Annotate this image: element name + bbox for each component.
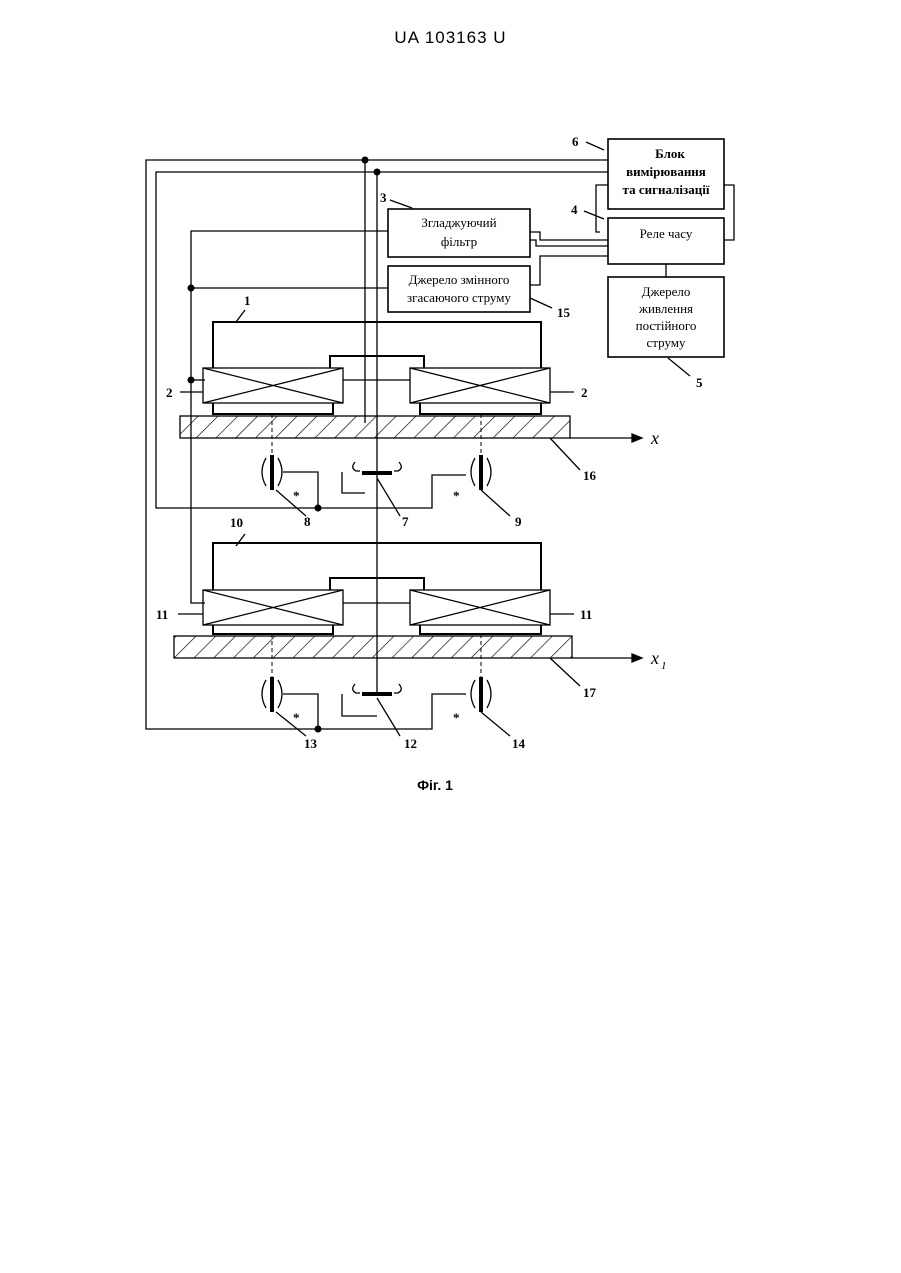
label-11-left: 11	[156, 607, 168, 622]
label-5: 5	[696, 375, 703, 390]
measurement-block-line2: вимірювання	[626, 164, 706, 179]
label-2-left: 2	[166, 385, 173, 400]
star-8: *	[293, 488, 300, 503]
label-9: 9	[515, 514, 522, 529]
label-7: 7	[402, 514, 409, 529]
dc-source-line2: живлення	[638, 301, 693, 316]
axis-label-x1: x	[650, 648, 659, 668]
filter-line1: Згладжуючий	[421, 215, 496, 230]
ac-source-line1: Джерело змінного	[409, 272, 510, 287]
label-8: 8	[304, 514, 311, 529]
lower-test-part	[174, 636, 572, 658]
label-2-right: 2	[581, 385, 588, 400]
label-12: 12	[404, 736, 417, 751]
label-15: 15	[557, 305, 571, 320]
measurement-block-line3: та сигналізації	[623, 182, 710, 197]
label-4: 4	[571, 202, 578, 217]
axis-label-x: x	[650, 428, 659, 448]
axis-label-x1-subscript: 1	[661, 660, 667, 672]
label-1: 1	[244, 293, 251, 308]
label-17: 17	[583, 685, 597, 700]
label-3: 3	[380, 190, 387, 205]
time-relay-block	[608, 218, 724, 264]
figure-caption: Фіг. 1	[0, 777, 870, 793]
label-10: 10	[230, 515, 243, 530]
dc-source-line1: Джерело	[642, 284, 691, 299]
dc-source-line3: постійного	[636, 318, 697, 333]
dc-source-line4: струму	[647, 335, 686, 350]
filter-line2: фільтр	[441, 234, 477, 249]
star-9: *	[453, 488, 460, 503]
star-14: *	[453, 710, 460, 725]
label-16: 16	[583, 468, 597, 483]
star-13: *	[293, 710, 300, 725]
label-14: 14	[512, 736, 526, 751]
label-11-right: 11	[580, 607, 592, 622]
upper-test-part	[180, 416, 570, 438]
measurement-block-line1: Блок	[655, 146, 685, 161]
label-13: 13	[304, 736, 318, 751]
ac-source-line2: згасаючого струму	[407, 290, 511, 305]
time-relay-label: Реле часу	[640, 226, 693, 241]
label-6: 6	[572, 134, 579, 149]
